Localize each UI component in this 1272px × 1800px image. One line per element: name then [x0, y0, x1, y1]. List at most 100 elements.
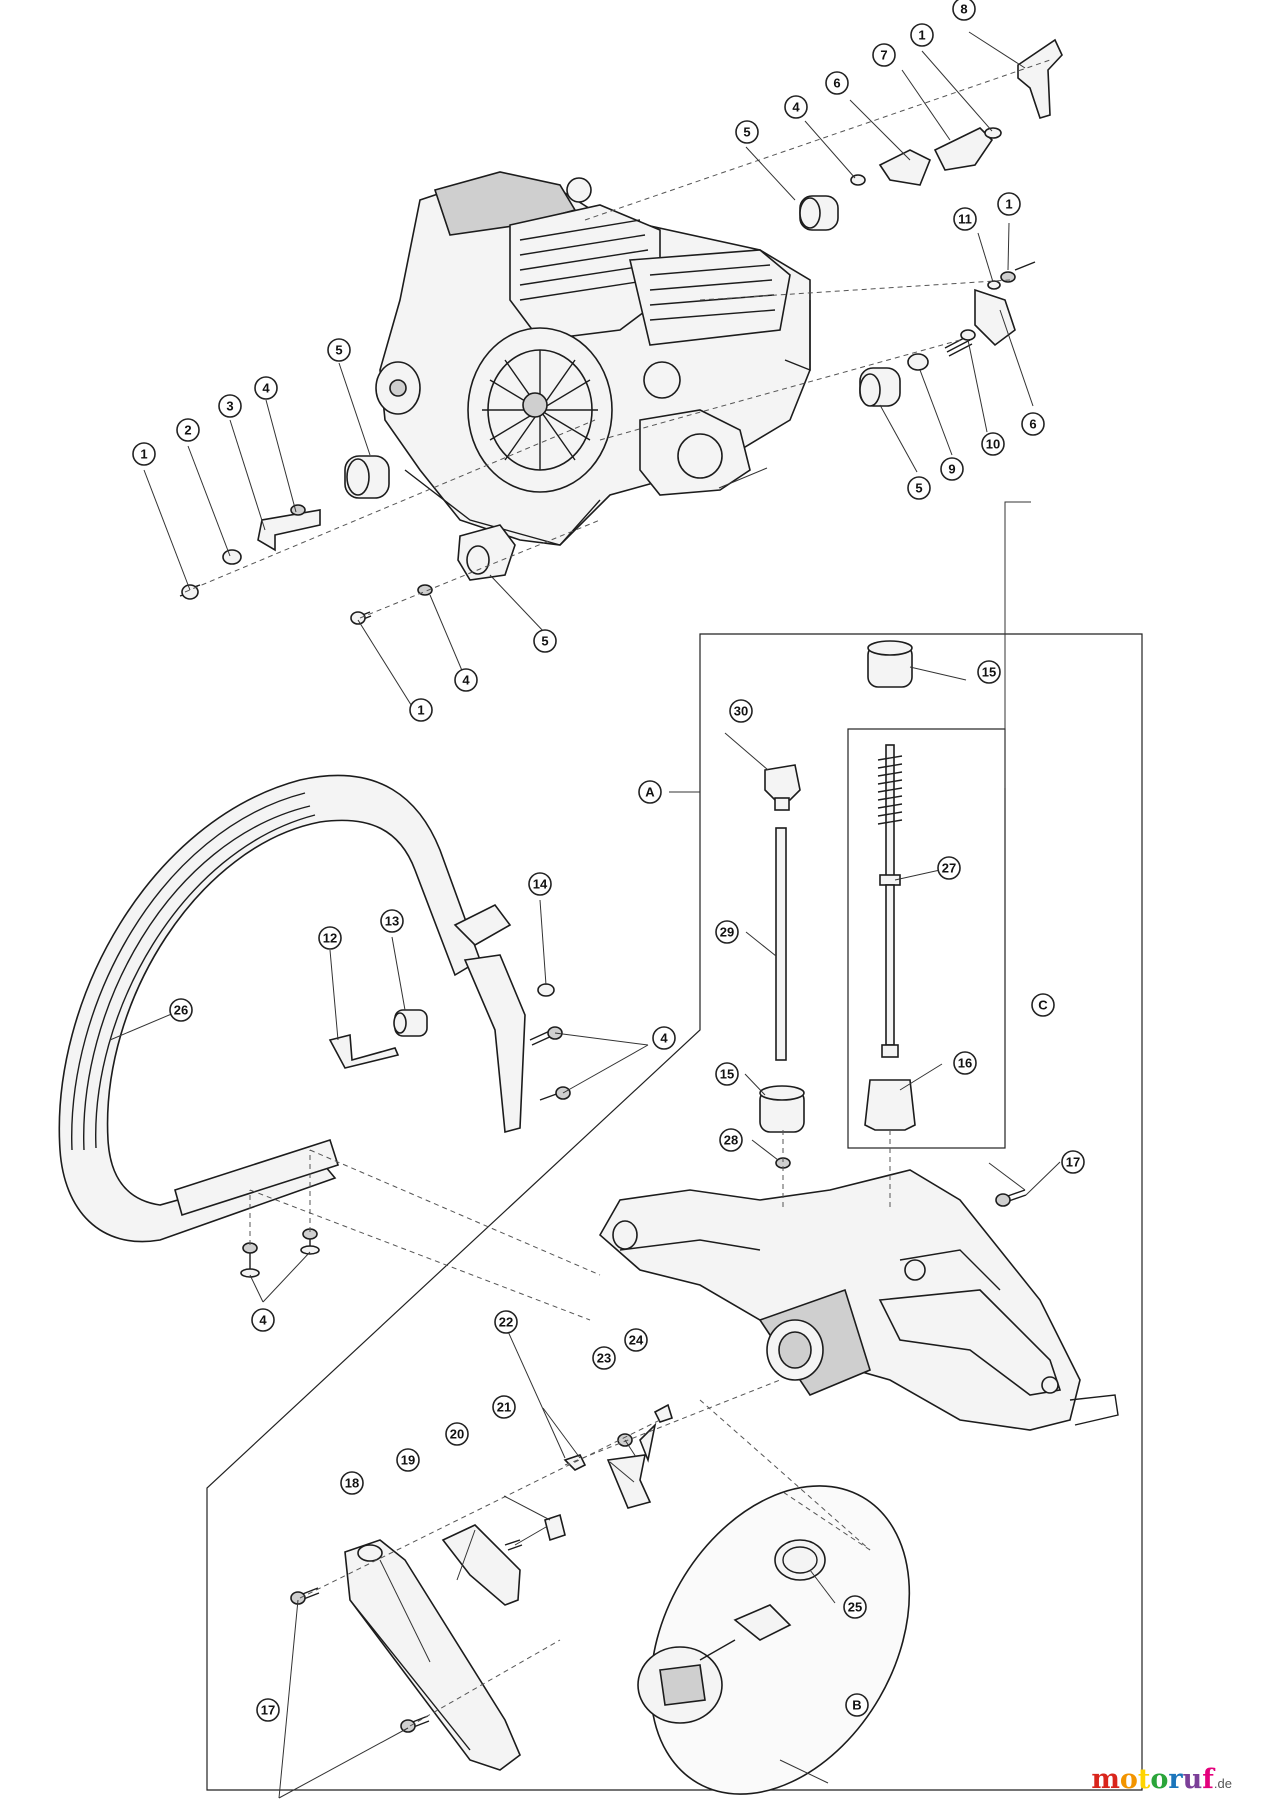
svg-text:9: 9 [948, 462, 955, 477]
callout-3: 3 [218, 394, 242, 418]
left-mount-parts [179, 455, 516, 625]
front-handle-small-parts [240, 983, 571, 1278]
callout-27: 27 [937, 856, 961, 880]
detail-b-cap [637, 1485, 911, 1795]
callout-1b: 1 [409, 698, 433, 722]
svg-text:23: 23 [597, 1351, 611, 1366]
svg-text:3: 3 [226, 399, 233, 414]
svg-text:21: 21 [497, 1400, 511, 1415]
svg-text:7: 7 [880, 48, 887, 63]
callout-25: 25 [843, 1595, 867, 1619]
screws-17 [290, 1189, 1027, 1733]
callout-14: 14 [528, 872, 552, 896]
detail-c-frame [847, 728, 1006, 1149]
rod-assembly [759, 640, 916, 1169]
motoruf-logo[interactable]: motoruf.de [1091, 1764, 1232, 1795]
callout-17b: 17 [256, 1698, 280, 1722]
callout-1c: 1 [910, 23, 934, 47]
logo-letter: r [1168, 1764, 1183, 1795]
callout-28: 28 [719, 1128, 743, 1152]
callout-15b: 15 [715, 1062, 739, 1086]
front-handle-bar [58, 774, 526, 1243]
trigger-parts [344, 1403, 673, 1771]
callout-5c: 5 [735, 120, 759, 144]
logo-wordmark: motoruf [1091, 1764, 1214, 1795]
callout-6b: 6 [1021, 412, 1045, 436]
logo-suffix: .de [1213, 1776, 1232, 1791]
assembly-frame [206, 633, 1143, 1791]
svg-text:5: 5 [335, 343, 342, 358]
callout-17a: 17 [1061, 1150, 1085, 1174]
callout-4a: 4 [254, 376, 278, 400]
callout-10: 10 [981, 432, 1005, 456]
callout-5b: 5 [533, 629, 557, 653]
svg-text:13: 13 [385, 914, 399, 929]
svg-text:29: 29 [720, 925, 734, 940]
engine-block [375, 171, 811, 546]
callout-20: 20 [445, 1422, 469, 1446]
callout-5a: 5 [327, 338, 351, 362]
svg-text:A: A [645, 785, 655, 800]
callout-7: 7 [872, 43, 896, 67]
svg-text:4: 4 [262, 381, 270, 396]
svg-text:16: 16 [958, 1056, 972, 1071]
svg-text:4: 4 [792, 100, 800, 115]
svg-text:1: 1 [140, 447, 147, 462]
svg-text:4: 4 [259, 1313, 267, 1328]
callout-12: 12 [318, 926, 342, 950]
rear-handle-housing [598, 1169, 1119, 1431]
svg-text:25: 25 [848, 1600, 862, 1615]
svg-text:18: 18 [345, 1476, 359, 1491]
svg-text:11: 11 [958, 212, 972, 227]
callout-8: 8 [952, 0, 976, 21]
svg-text:6: 6 [833, 76, 840, 91]
callout-B: B [845, 1693, 869, 1717]
logo-letter: o [1150, 1764, 1169, 1795]
callout-9: 9 [940, 457, 964, 481]
svg-text:26: 26 [174, 1003, 188, 1018]
svg-text:1: 1 [417, 703, 424, 718]
svg-text:C: C [1038, 998, 1048, 1013]
explode-lines-bottom [249, 1130, 891, 1727]
callout-4c: 4 [784, 95, 808, 119]
svg-text:15: 15 [982, 665, 996, 680]
logo-letter: o [1119, 1764, 1138, 1795]
svg-text:8: 8 [960, 2, 967, 17]
callout-18: 18 [340, 1471, 364, 1495]
callout-C: C [1031, 993, 1055, 1017]
svg-text:22: 22 [499, 1315, 513, 1330]
callout-4b: 4 [454, 668, 478, 692]
callout-15a: 15 [977, 660, 1001, 684]
logo-letter: t [1137, 1764, 1151, 1795]
logo-letter: f [1202, 1764, 1214, 1795]
callout-22: 22 [494, 1310, 518, 1334]
top-right-mount-parts [799, 38, 1063, 407]
callout-16: 16 [953, 1051, 977, 1075]
callout-1d: 1 [997, 192, 1021, 216]
callout-26: 26 [169, 998, 193, 1022]
svg-text:17: 17 [1066, 1155, 1080, 1170]
callout-A: A [638, 780, 662, 804]
callout-23: 23 [592, 1346, 616, 1370]
callout-21: 21 [492, 1395, 516, 1419]
callout-19: 19 [396, 1448, 420, 1472]
svg-text:4: 4 [660, 1031, 668, 1046]
explode-lines-top [184, 59, 1051, 619]
callout-4d: 4 [652, 1026, 676, 1050]
logo-letter: u [1182, 1764, 1203, 1795]
svg-text:24: 24 [629, 1333, 644, 1348]
callout-2: 2 [176, 418, 200, 442]
svg-text:10: 10 [986, 437, 1000, 452]
svg-text:30: 30 [734, 704, 748, 719]
callout-1a: 1 [132, 442, 156, 466]
svg-text:B: B [852, 1698, 861, 1713]
svg-text:4: 4 [462, 673, 470, 688]
callout-5d: 5 [907, 476, 931, 500]
svg-text:19: 19 [401, 1453, 415, 1468]
callout-4e: 4 [251, 1308, 275, 1332]
svg-text:28: 28 [724, 1133, 738, 1148]
callout-24: 24 [624, 1328, 648, 1352]
svg-text:5: 5 [541, 634, 548, 649]
callout-13: 13 [380, 909, 404, 933]
